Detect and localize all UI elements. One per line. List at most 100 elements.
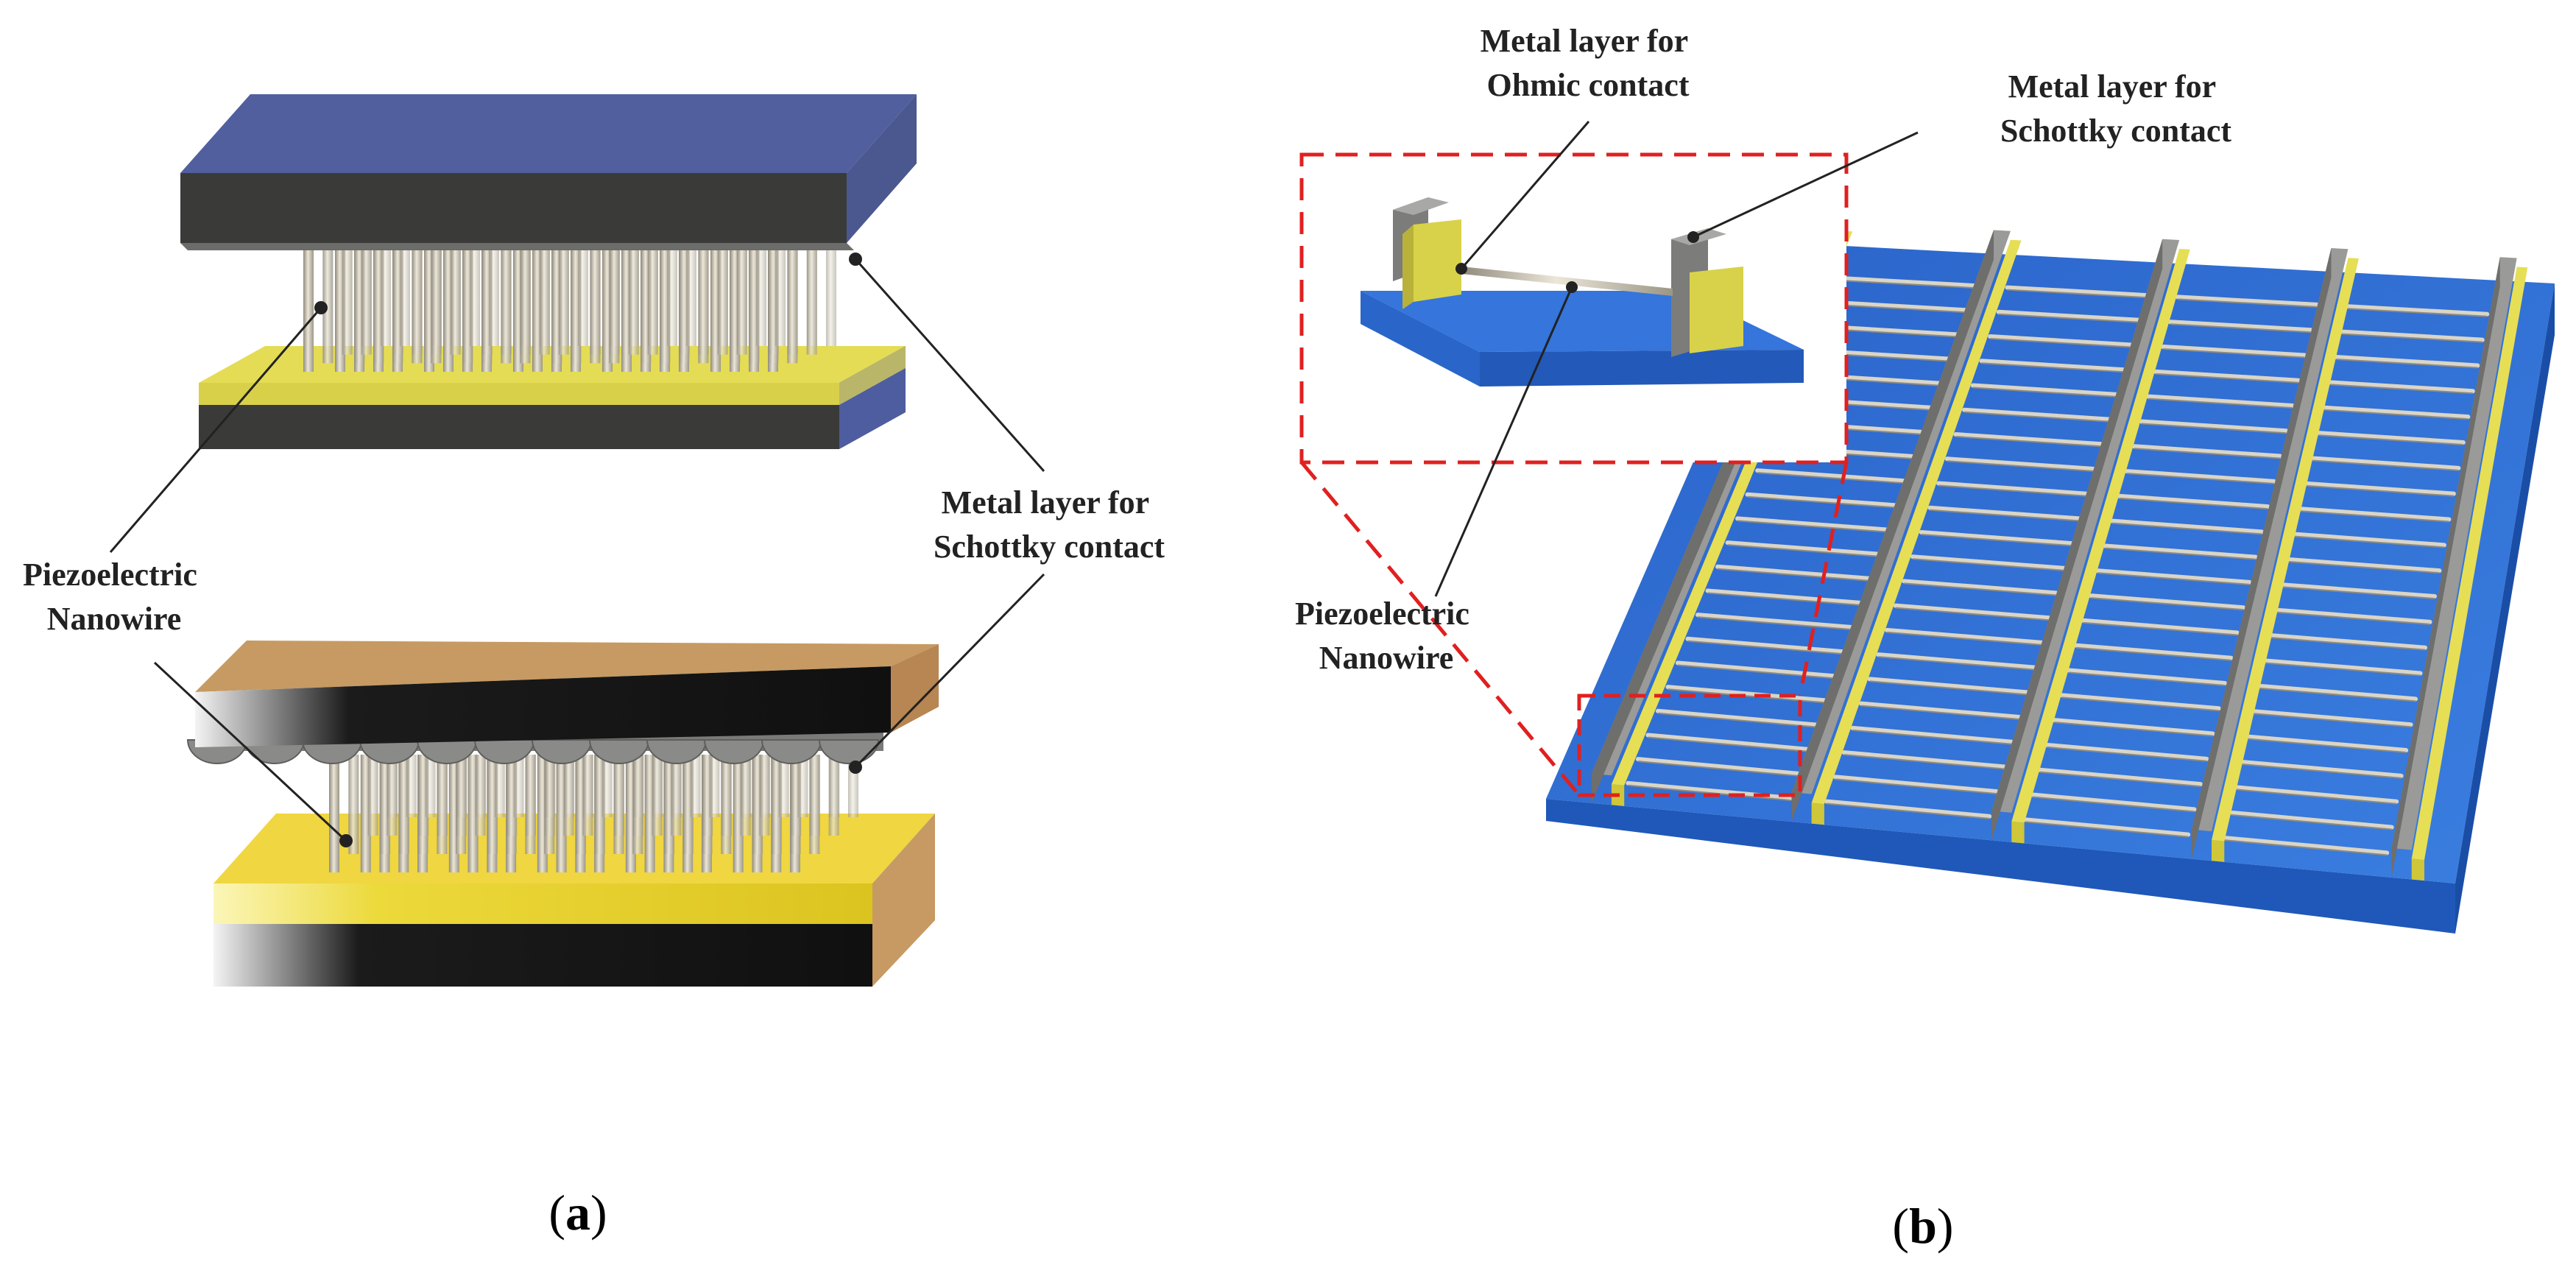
array-nanowire-shadow: [2335, 359, 2478, 369]
caption-a-close: ): [590, 1185, 607, 1241]
nanowire: [431, 247, 442, 346]
zoom-connector-right: [1798, 462, 1849, 696]
array-nanowire-shadow: [2224, 839, 2388, 856]
array-nanowire-shadow: [2271, 637, 2426, 651]
array-nanowire-shadow: [2236, 789, 2397, 805]
nanowire: [476, 755, 487, 817]
schottky-b-leader-line: [1693, 131, 1919, 239]
nanowire: [633, 755, 644, 817]
panel-a-schottky-label-line-1: Metal layer for: [942, 484, 1149, 521]
array-nanowire: [1902, 579, 2059, 596]
array-nanowire: [2293, 532, 2446, 548]
array-nanowire: [1675, 660, 1838, 679]
array-nanowire: [1850, 725, 2014, 744]
array-nanowire-shadow: [1964, 411, 2109, 423]
array-nanowire: [1645, 733, 1811, 752]
nanowire: [489, 247, 499, 346]
array-nanowire: [2287, 557, 2442, 574]
array-nanowire-shadow: [1860, 705, 2020, 721]
array-nanowire: [2281, 582, 2437, 599]
array-nanowire-shadow: [1972, 387, 2117, 398]
array-nanowire-shadow: [2141, 423, 2287, 434]
nanowire: [590, 247, 601, 355]
nanowire: [775, 247, 786, 346]
array-nanowire-shadow: [1947, 460, 2095, 472]
array-nanowire: [2153, 369, 2301, 383]
schottky-bump: [359, 739, 420, 764]
array-nanowire-shadow: [2318, 434, 2463, 445]
nanowire: [721, 755, 732, 836]
nanowire-leader-line: [109, 307, 322, 553]
panel-a-nanowire-label: Piezoelectric Nanowire: [23, 557, 205, 637]
nanowire: [329, 755, 339, 872]
array-nanowire-shadow: [1878, 656, 2035, 671]
bottom-substrate-front: [199, 405, 839, 449]
array-nanowire: [2263, 658, 2423, 676]
array-nanowire: [2240, 760, 2404, 778]
nanowire: [545, 755, 556, 817]
array-nanowire: [1655, 708, 1820, 727]
nanowire: [367, 755, 378, 836]
nanowire: [526, 755, 536, 836]
array-nanowire: [2222, 836, 2390, 856]
nanowire: [342, 247, 353, 355]
array-nanowire-shadow: [2295, 535, 2445, 548]
top-plate-top-face: [180, 94, 917, 173]
array-nanowire: [2251, 709, 2413, 727]
array-nanowire: [2103, 543, 2258, 560]
array-nanowire: [2074, 643, 2234, 660]
array-nanowire: [1824, 799, 1992, 819]
top-plate-underside: [180, 243, 854, 250]
caption-a-open: (: [548, 1185, 565, 1241]
array-nanowire: [2095, 568, 2252, 585]
array-nanowire-shadow: [2025, 821, 2189, 838]
nanowire: [381, 247, 391, 346]
panel-b-ohmic-label-line-1: Metal layer for: [1481, 23, 1688, 59]
array-nanowire-shadow: [2007, 289, 2147, 299]
array-nanowire-shadow: [2254, 713, 2411, 728]
blue-substrate-side: [2455, 283, 2555, 934]
array-nanowire: [1833, 775, 2000, 794]
nanowire: [361, 247, 372, 346]
array-nanowire: [2275, 607, 2432, 624]
schottky-bump: [646, 739, 707, 764]
array-nanowire-shadow: [1990, 338, 2132, 348]
array-nanowire-shadow: [2039, 771, 2201, 788]
array-nanowire-shadow: [2283, 586, 2435, 600]
inset-ohmic-electrode-gold-side: [1402, 225, 1414, 309]
nanowire: [501, 247, 512, 355]
compressed-bottom-side: [872, 814, 935, 987]
schottky-bump: [416, 739, 478, 764]
nanowire: [451, 247, 461, 346]
array-nanowire-shadow: [2170, 323, 2311, 334]
nanowire: [718, 247, 728, 346]
panel-a-nanowire-label-line-2: Nanowire: [47, 601, 182, 637]
array-nanowire-shadow: [1677, 664, 1835, 680]
top-plate-side: [847, 94, 917, 243]
ohmic-leader-line: [1460, 121, 1590, 269]
top-plate-front: [180, 173, 847, 243]
array-nanowire-shadow: [1998, 313, 2139, 323]
array-nanowire: [2131, 444, 2283, 459]
array-nanowire-shadow: [1955, 435, 2102, 448]
nanowire: [709, 755, 720, 817]
nanowire: [807, 247, 817, 346]
array-nanowire: [2257, 683, 2418, 702]
caption-b-close: ): [1937, 1198, 1954, 1254]
array-electrode-gold-top: [2011, 249, 2190, 823]
schottky-bump: [531, 739, 593, 764]
panel-a-schottky-label: Metal layer for Schottky contact: [934, 484, 1165, 565]
nanowire: [797, 755, 808, 817]
schottky-bump: [703, 739, 765, 764]
nanowire: [521, 247, 531, 346]
array-nanowire-shadow: [2324, 409, 2469, 420]
schottky-bump: [473, 739, 535, 764]
nanowire-b-leader-line: [1434, 286, 1573, 597]
nanowire: [826, 247, 836, 346]
array-nanowire: [2088, 593, 2246, 610]
nanowire: [759, 755, 770, 817]
array-electrode-gold-front: [2212, 840, 2225, 862]
array-nanowire-shadow: [1913, 558, 2064, 571]
array-nanowire-shadow: [2177, 298, 2318, 308]
array-nanowire-shadow: [1697, 616, 1853, 631]
